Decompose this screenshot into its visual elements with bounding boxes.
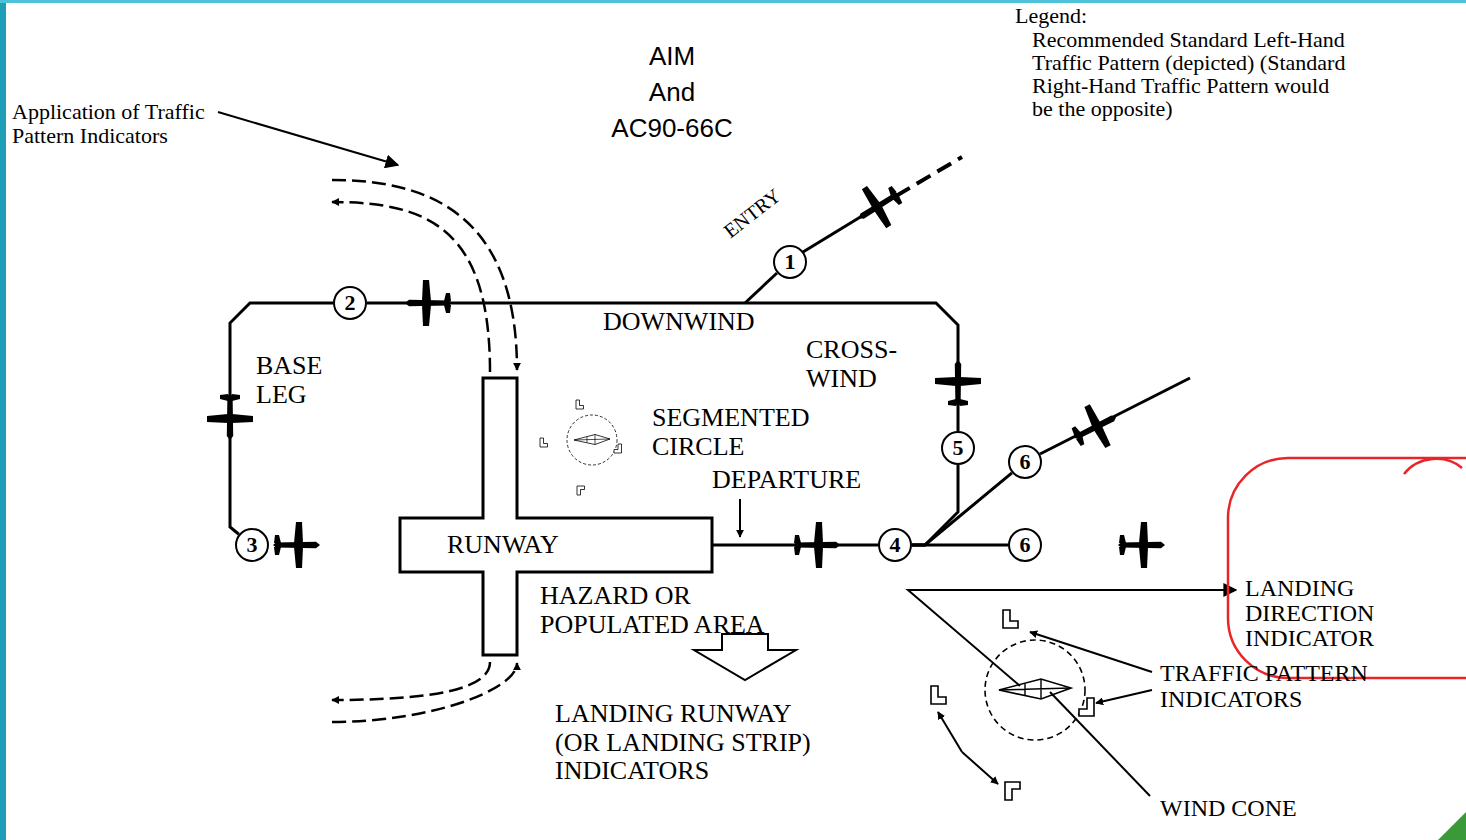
hazard-label: HAZARD OR POPULATED AREA: [540, 582, 810, 639]
hazard-arrow: [694, 634, 796, 680]
callout-text: 6: [1020, 449, 1031, 475]
part-label: LANDING RUNWAY (OR LANDING STRIP) INDICA…: [555, 700, 825, 786]
pattern-connector: [912, 465, 958, 545]
part-label: SEGMENTED CIRCLE: [652, 404, 842, 461]
title-text: AIM: [572, 42, 772, 71]
entry-dashes: [896, 157, 962, 196]
callout-number: 3: [235, 528, 269, 562]
title-text: AC90-66C: [572, 114, 772, 143]
callout-number: 6: [1008, 528, 1042, 562]
airplane-symbol: [207, 174, 1165, 568]
pattern-connector: [912, 473, 1012, 545]
leg-label: DEPARTURE: [712, 466, 861, 495]
slide-border: [0, 0, 1466, 3]
callout-text: 5: [953, 435, 964, 461]
pattern-connector: [912, 544, 1008, 547]
runway-box: RUNWAY: [400, 518, 712, 572]
callout-number: 2: [333, 286, 367, 320]
segmented-circle: [540, 400, 1094, 800]
red-annotation: [1404, 459, 1462, 474]
leg-label: CROSS- WIND: [806, 336, 926, 393]
callout-text: 3: [247, 532, 258, 558]
slide-corner: [1438, 812, 1466, 840]
leg-label: ENTRY: [706, 174, 798, 253]
callout-label: Application of Traffic Pattern Indicator…: [12, 100, 252, 148]
callout-number: 1: [773, 245, 807, 279]
part-label: TRAFFIC PATTERN INDICATORS: [1160, 660, 1430, 713]
callout-number: 4: [878, 528, 912, 562]
legend-heading: Legend:: [1015, 4, 1087, 28]
pattern-lines: [745, 216, 1190, 454]
part-label: WIND CONE: [1160, 795, 1297, 821]
runway-text: RUNWAY: [447, 530, 559, 560]
title-text: And: [572, 78, 772, 107]
leg-label: DOWNWIND: [603, 308, 755, 337]
callout-text: 2: [345, 290, 356, 316]
leader-line: [218, 112, 1236, 796]
callout-text: 4: [890, 532, 901, 558]
legend-text: Recommended Standard Left-Hand Traffic P…: [1032, 28, 1349, 120]
callout-number: 6: [1008, 445, 1042, 479]
part-label: LANDING DIRECTION INDICATOR: [1245, 576, 1455, 652]
slide-border: [0, 0, 6, 840]
callout-text: 1: [785, 249, 796, 275]
callout-number: 5: [941, 431, 975, 465]
leg-label: BASE LEG: [256, 352, 336, 409]
callout-text: 6: [1020, 532, 1031, 558]
red-annotation: [1228, 458, 1466, 678]
